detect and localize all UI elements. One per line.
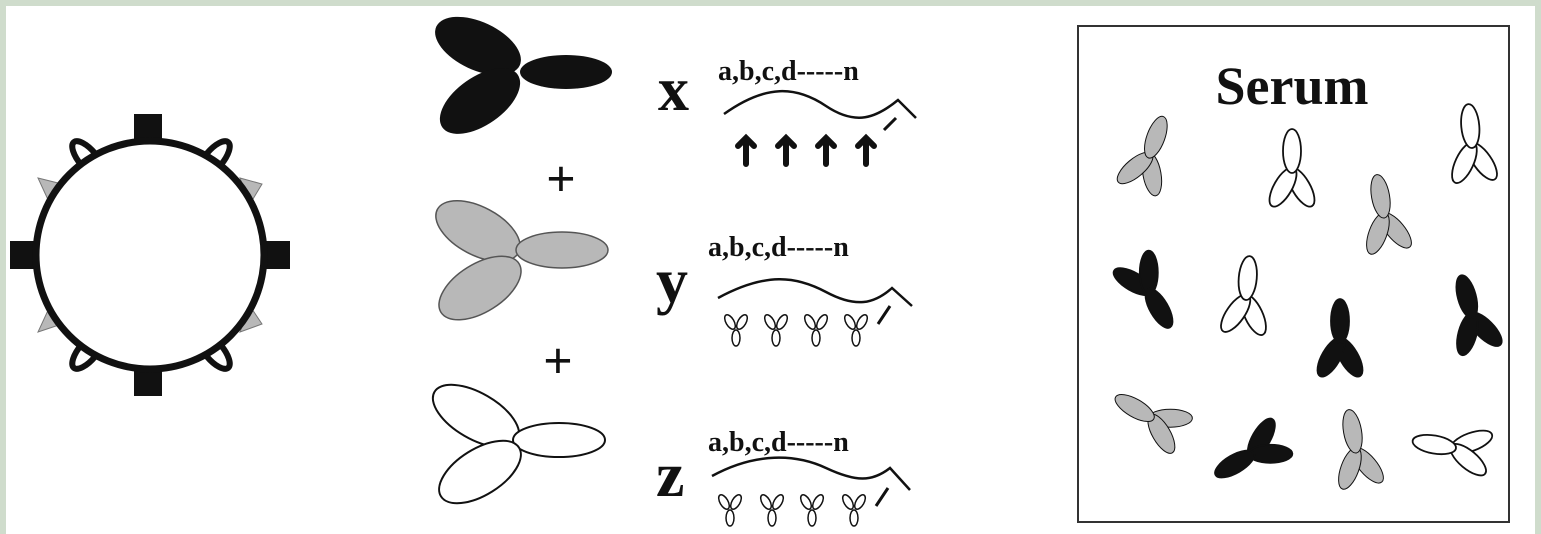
antibody-z-icon (423, 372, 605, 516)
antibody-letter-x: x (658, 56, 689, 124)
antibody-letter-y: y (656, 245, 688, 316)
serum-title: Serum (1216, 56, 1369, 116)
antibody-chain-x (724, 91, 916, 164)
antibody-x-icon (426, 6, 612, 147)
antibody-letter-z: z (656, 439, 684, 510)
antibody-chain-z (712, 458, 910, 526)
sequence-label-x: a,b,c,d-----n (718, 56, 859, 87)
diagram-canvas: + + x a,b,c,d-----n y a,b,c,d-----n z a,… (6, 6, 1535, 534)
sequence-label-y: a,b,c,d-----n (708, 232, 849, 263)
cell-with-surface-antigens-icon (10, 114, 290, 396)
antibody-chain-y (718, 279, 912, 346)
sequence-label-z: a,b,c,d-----n (708, 427, 849, 458)
diagram-svg: + + x a,b,c,d-----n y a,b,c,d-----n z a,… (6, 6, 1535, 534)
antibody-y-icon (426, 188, 608, 333)
plus-sign-1: + (546, 151, 576, 208)
cell-body (36, 141, 264, 369)
plus-sign-2: + (543, 333, 573, 390)
